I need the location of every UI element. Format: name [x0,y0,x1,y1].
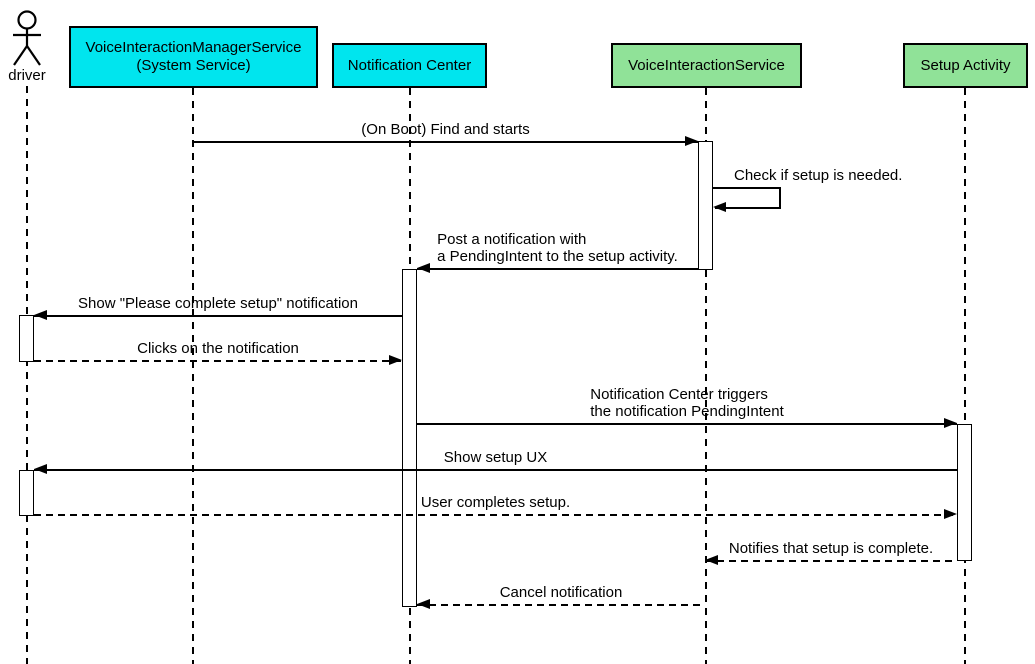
message-label: Notification Center triggers the notific… [590,386,784,420]
actor-icon [13,10,41,66]
activation-setup-activity [957,424,972,561]
arrowhead-left-icon [713,202,726,212]
arrowhead-left-icon [417,263,430,273]
participant-setup-activity: Setup Activity [903,43,1028,88]
message-label: User completes setup. [420,494,571,511]
message-line [34,514,957,516]
activation-driver-1 [19,315,34,362]
message-line [417,423,957,425]
message-line [705,560,957,562]
lifeline-driver [26,86,28,664]
arrowhead-left-icon [417,599,430,609]
message-label: Cancel notification [499,584,623,601]
self-message-top-segment [713,187,781,189]
participant-voiceinteractionservice: VoiceInteractionService [611,43,802,88]
self-message-bottom-segment [715,207,781,209]
activation-driver-2 [19,470,34,516]
message-line [417,268,698,270]
lifeline-voiceinteractionservice [705,88,707,664]
message-label: Clicks on the notification [137,340,299,357]
actor-label: driver [8,67,46,84]
message-line [34,469,957,471]
message-label: Show setup UX [443,449,548,466]
message-line [193,141,698,143]
lifeline-setup-activity [964,88,966,664]
message-line [34,315,402,317]
activation-voiceinteractionservice [698,141,713,270]
message-line [417,604,705,606]
arrowhead-left-icon [34,464,47,474]
arrowhead-left-icon [705,555,718,565]
arrowhead-right-icon [944,509,957,519]
arrowhead-right-icon [944,418,957,428]
arrowhead-left-icon [34,310,47,320]
self-message-right-segment [779,187,781,208]
message-line [34,360,402,362]
participant-voiceinteractionmanagerservice: VoiceInteractionManagerService (System S… [69,26,318,88]
message-label: (On Boot) Find and starts [361,121,530,138]
message-label: Show "Please complete setup" notificatio… [78,295,358,312]
message-label-check-if-setup: Check if setup is needed. [734,167,903,184]
message-label: Notifies that setup is complete. [728,540,934,557]
arrowhead-right-icon [389,355,402,365]
participant-notification-center: Notification Center [332,43,487,88]
arrowhead-right-icon [685,136,698,146]
activation-notification-center [402,269,417,607]
lifeline-voiceinteractionmanagerservice [192,88,194,664]
message-label: Post a notification with a PendingIntent… [437,231,678,265]
